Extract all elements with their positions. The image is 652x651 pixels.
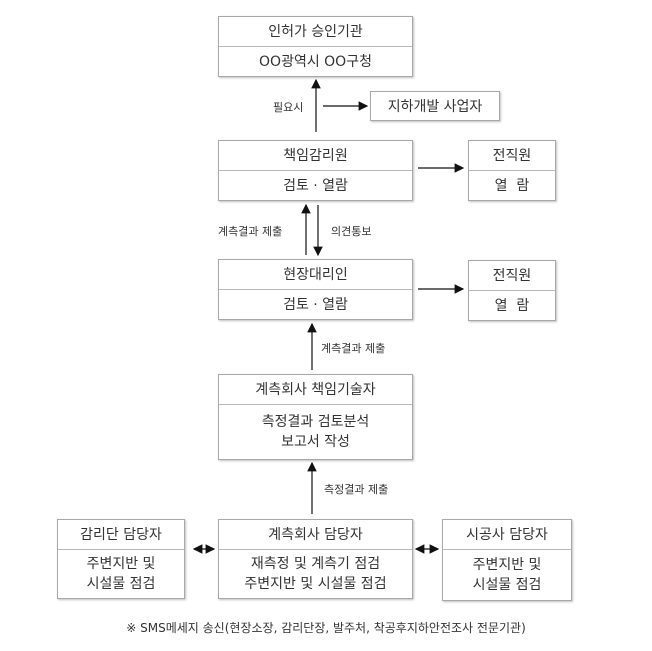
site-agent-title: 현장대리인 xyxy=(219,260,412,290)
label-submit-measurement: 측정결과 제출 xyxy=(324,483,389,496)
authority-body: OO광역시 OO구청 xyxy=(259,53,372,70)
footnote: ※ SMS메세지 송신(현장소장, 감리단장, 발주처, 착공후지하안전조사 전… xyxy=(126,621,526,635)
site-agent-box: 현장대리인 검토 · 열람 xyxy=(218,259,413,320)
all-staff-2-body: 열 람 xyxy=(494,297,530,314)
all-staff-box-2: 전직원 열 람 xyxy=(468,260,556,321)
contractor-staff-line: 시설물 점검 xyxy=(472,577,542,593)
measurement-staff-box: 계측회사 담당자 재측정 및 계측기 점검 주변지반 및 시설물 점검 xyxy=(218,519,413,599)
measurement-staff-body: 재측정 및 계측기 점검 주변지반 및 시설물 점검 xyxy=(219,550,412,598)
contractor-staff-title: 시공사 담당자 xyxy=(443,520,571,550)
chief-engineer-body: 측정결과 검토분석 보고서 작성 xyxy=(219,405,412,459)
measurement-staff-line: 주변지반 및 시설물 점검 xyxy=(244,576,387,592)
chief-engineer-box: 계측회사 책임기술자 측정결과 검토분석 보고서 작성 xyxy=(218,374,413,460)
supervision-staff-line: 주변지반 및 xyxy=(86,556,156,572)
developer-box: 지하개발 사업자 xyxy=(370,91,500,121)
contractor-staff-body: 주변지반 및 시설물 점검 xyxy=(443,550,571,600)
supervision-staff-title: 감리단 담당자 xyxy=(58,520,184,550)
chief-engineer-line: 측정결과 검토분석 xyxy=(261,414,370,430)
chief-supervisor-box: 책임감리원 검토 · 열람 xyxy=(218,140,413,201)
chief-supervisor-title: 책임감리원 xyxy=(219,141,412,171)
authority-box: 인허가 승인기관 OO광역시 OO구청 xyxy=(218,16,413,77)
chief-engineer-title: 계측회사 책임기술자 xyxy=(219,375,412,405)
site-agent-body: 검토 · 열람 xyxy=(283,296,348,313)
all-staff-1-title: 전직원 xyxy=(469,141,555,171)
measurement-staff-line: 재측정 및 계측기 점검 xyxy=(250,556,381,572)
all-staff-2-title: 전직원 xyxy=(469,261,555,291)
all-staff-box-1: 전직원 열 람 xyxy=(468,140,556,201)
label-when-needed: 필요시 xyxy=(273,101,304,114)
chief-supervisor-body: 검토 · 열람 xyxy=(283,177,348,194)
chief-engineer-line: 보고서 작성 xyxy=(281,434,350,450)
developer-title: 지하개발 사업자 xyxy=(387,99,483,115)
contractor-staff-box: 시공사 담당자 주변지반 및 시설물 점검 xyxy=(442,519,572,601)
authority-title: 인허가 승인기관 xyxy=(219,17,412,47)
supervision-staff-box: 감리단 담당자 주변지반 및 시설물 점검 xyxy=(57,519,185,599)
measurement-staff-title: 계측회사 담당자 xyxy=(219,520,412,550)
supervision-staff-line: 시설물 점검 xyxy=(86,576,156,592)
label-submit-results-1: 계측결과 제출 xyxy=(218,225,283,238)
label-submit-results-2: 계측결과 제출 xyxy=(321,342,386,355)
supervision-staff-body: 주변지반 및 시설물 점검 xyxy=(58,550,184,598)
contractor-staff-line: 주변지반 및 xyxy=(472,557,542,573)
label-opinion: 의견통보 xyxy=(331,225,372,238)
all-staff-1-body: 열 람 xyxy=(494,177,530,194)
